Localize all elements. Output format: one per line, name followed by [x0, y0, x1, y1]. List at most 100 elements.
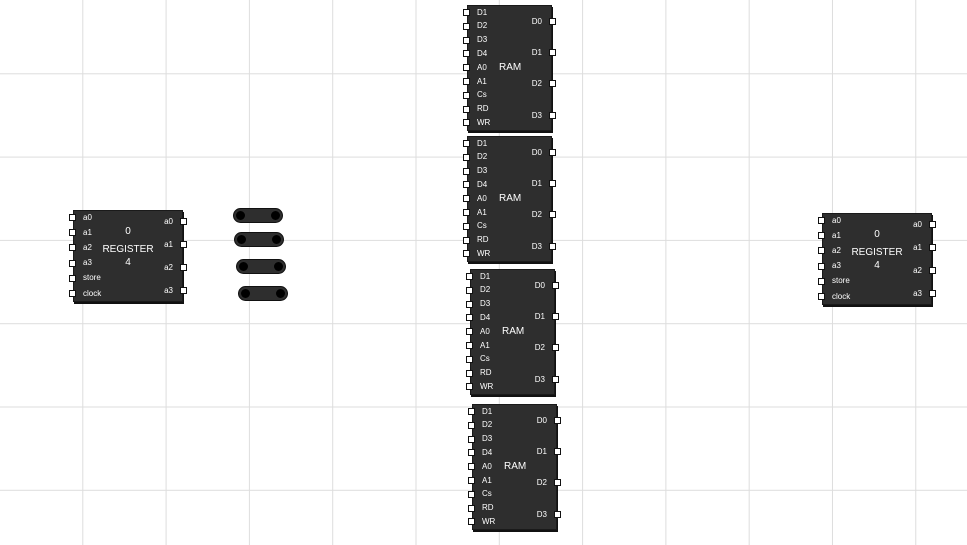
output-pin-d1[interactable]	[549, 49, 556, 56]
register-bit-width: 4	[874, 260, 880, 271]
input-pin-a0[interactable]	[69, 214, 76, 221]
connector-left-end-icon[interactable]	[237, 235, 246, 244]
input-pin-cs[interactable]	[468, 490, 475, 498]
output-pin-d3[interactable]	[549, 112, 556, 119]
input-pin-a0[interactable]	[463, 195, 470, 203]
connector-right-end-icon[interactable]	[271, 211, 280, 220]
input-pin-d4[interactable]	[466, 314, 473, 322]
input-pin-d4[interactable]	[463, 50, 470, 58]
input-pin-store[interactable]	[818, 277, 825, 285]
input-pin-a1[interactable]	[468, 477, 475, 484]
output-pin-d3[interactable]	[552, 376, 559, 383]
input-pin-a2[interactable]	[69, 244, 76, 252]
input-pin-d4[interactable]	[463, 181, 470, 189]
input-pin-a1[interactable]	[463, 78, 470, 85]
connector-left-end-icon[interactable]	[241, 289, 250, 298]
output-pin-label: a1	[164, 239, 173, 249]
input-pin-label: store	[832, 276, 850, 286]
output-pin-d2[interactable]	[554, 479, 561, 486]
input-pin-rd[interactable]	[463, 236, 470, 244]
wire-connector[interactable]	[238, 286, 288, 301]
input-pin-d2[interactable]	[463, 153, 470, 161]
input-pin-a0[interactable]	[463, 64, 470, 72]
output-pin-d2[interactable]	[549, 80, 556, 87]
output-pin-d2[interactable]	[552, 344, 559, 351]
output-pin-a1[interactable]	[180, 241, 187, 248]
input-pin-d2[interactable]	[463, 22, 470, 30]
output-pin-label: D0	[531, 147, 542, 157]
wire-connector[interactable]	[233, 208, 283, 223]
input-pin-cs[interactable]	[466, 355, 473, 363]
input-pin-d2[interactable]	[468, 421, 475, 429]
output-pin-d1[interactable]	[552, 313, 559, 320]
output-pin-label: D1	[531, 47, 542, 57]
output-pin-a3[interactable]	[180, 287, 187, 294]
input-pin-cs[interactable]	[463, 222, 470, 230]
input-pin-wr[interactable]	[463, 119, 470, 127]
wire-connector[interactable]	[234, 232, 284, 247]
output-pin-d3[interactable]	[554, 511, 561, 518]
input-pin-clock[interactable]	[818, 293, 825, 300]
connector-left-end-icon[interactable]	[236, 211, 245, 220]
input-pin-rd[interactable]	[466, 369, 473, 377]
output-pin-a0[interactable]	[929, 221, 936, 228]
input-pin-d3[interactable]	[463, 36, 470, 44]
input-pin-d4[interactable]	[468, 449, 475, 457]
input-pin-rd[interactable]	[463, 105, 470, 113]
input-pin-label: Cs	[477, 90, 487, 100]
connector-right-end-icon[interactable]	[276, 289, 285, 298]
output-pin-d1[interactable]	[554, 448, 561, 455]
output-pin-d0[interactable]	[554, 417, 561, 424]
input-pin-d1[interactable]	[468, 408, 475, 415]
input-pin-a0[interactable]	[818, 217, 825, 224]
input-pin-a1[interactable]	[466, 342, 473, 349]
wire-connector[interactable]	[236, 259, 286, 274]
input-pin-store[interactable]	[69, 274, 76, 282]
output-pin-d0[interactable]	[552, 282, 559, 289]
input-pin-a0[interactable]	[466, 328, 473, 336]
input-pin-rd[interactable]	[468, 504, 475, 512]
input-pin-d3[interactable]	[468, 435, 475, 443]
output-pin-d1[interactable]	[549, 180, 556, 187]
connector-right-end-icon[interactable]	[274, 262, 283, 271]
output-pin-a1[interactable]	[929, 244, 936, 251]
output-pin-d0[interactable]	[549, 149, 556, 156]
input-pin-a1[interactable]	[818, 232, 825, 240]
input-pin-label: D3	[480, 299, 491, 309]
input-pin-clock[interactable]	[69, 290, 76, 297]
output-pin-a0[interactable]	[180, 218, 187, 225]
connector-right-end-icon[interactable]	[272, 235, 281, 244]
input-pin-a1[interactable]	[463, 209, 470, 216]
input-pin-cs[interactable]	[463, 91, 470, 99]
output-pin-d3[interactable]	[549, 243, 556, 250]
connector-left-end-icon[interactable]	[239, 262, 248, 271]
input-pin-a2[interactable]	[818, 247, 825, 255]
input-pin-d3[interactable]	[466, 300, 473, 308]
input-pin-d3[interactable]	[463, 167, 470, 175]
input-pin-label: Cs	[477, 221, 487, 231]
output-pin-d0[interactable]	[549, 18, 556, 25]
input-pin-a0[interactable]	[468, 463, 475, 471]
output-pin-d2[interactable]	[549, 211, 556, 218]
input-pin-a1[interactable]	[69, 229, 76, 237]
input-pin-wr[interactable]	[468, 518, 475, 526]
input-pin-a3[interactable]	[69, 259, 76, 267]
input-pin-d1[interactable]	[463, 9, 470, 16]
output-pin-a2[interactable]	[180, 264, 187, 271]
input-pin-d1[interactable]	[466, 273, 473, 280]
input-pin-label: D1	[477, 7, 488, 17]
input-pin-d2[interactable]	[466, 286, 473, 294]
input-pin-wr[interactable]	[466, 383, 473, 391]
output-pin-a3[interactable]	[929, 290, 936, 297]
input-pin-a3[interactable]	[818, 262, 825, 270]
output-pin-a2[interactable]	[929, 267, 936, 274]
input-pin-wr[interactable]	[463, 250, 470, 258]
input-pin-d1[interactable]	[463, 140, 470, 147]
